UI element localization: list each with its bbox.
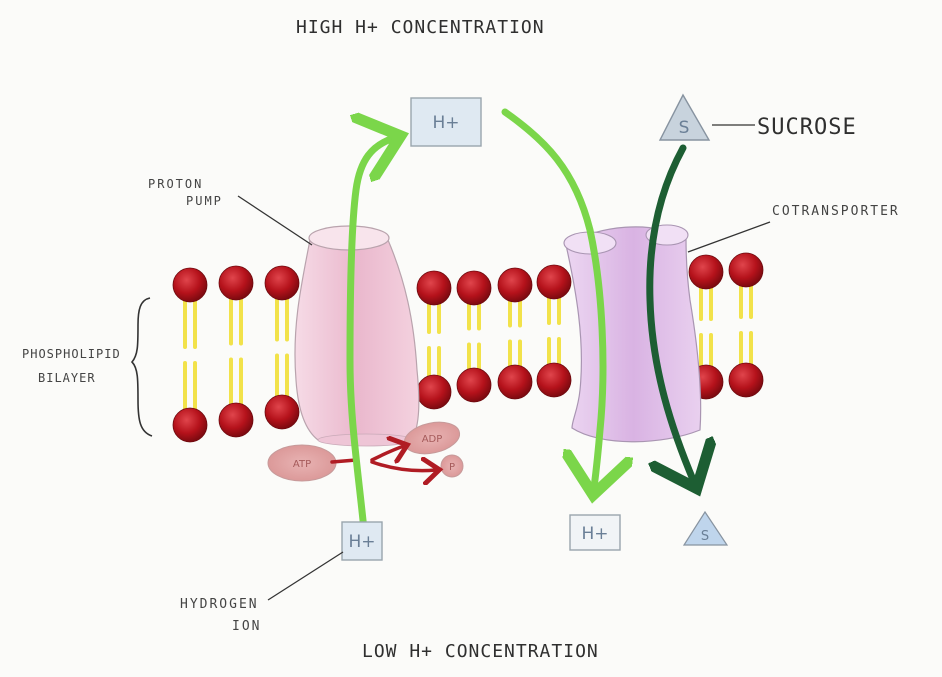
phospholipid-head <box>416 270 452 306</box>
sucrose-cotransport-arrow <box>646 144 694 482</box>
phospholipid-head <box>456 270 492 306</box>
phospholipid-head <box>416 374 452 410</box>
phospholipid-head <box>688 254 724 290</box>
phospholipid-head <box>218 402 254 438</box>
hydrogen-ion-callout-line <box>267 551 344 601</box>
hydrogen-ion-label-line1: Hydrogen <box>180 597 259 612</box>
proton-pump-callout-line <box>237 195 313 246</box>
atp-molecule: ATP <box>267 444 337 482</box>
cotransporter-label: Cotransporter <box>772 204 900 219</box>
h-ion-cotransport-arrow <box>501 108 603 488</box>
proton-pump-label-line1: Proton <box>148 177 204 191</box>
callout-lines <box>237 124 771 601</box>
phospholipid-head <box>536 362 572 398</box>
h-ion-top: H+ <box>410 97 482 147</box>
phospholipid-head <box>264 265 300 301</box>
svg-text:S: S <box>701 529 709 544</box>
svg-text:H+: H+ <box>348 532 375 552</box>
phospholipid-heads <box>172 252 764 443</box>
phospholipid-head <box>728 362 764 398</box>
phospholipid-head <box>172 267 208 303</box>
lipid-tails <box>183 282 753 413</box>
atp-label: ATP <box>293 459 311 470</box>
h-ion-bottom-right: H+ <box>569 514 621 551</box>
svg-text:S: S <box>679 118 690 138</box>
phosphate-molecule: P <box>440 454 464 478</box>
proton-pump <box>294 225 420 447</box>
high-concentration-label: High H+ Concentration <box>296 17 545 38</box>
phospholipid-head <box>218 265 254 301</box>
phospholipid-head <box>536 264 572 300</box>
adp-label: ADP <box>422 434 443 445</box>
svg-text:H+: H+ <box>581 524 608 544</box>
phospholipid-head <box>497 267 533 303</box>
atp-hydrolysis-arrows <box>330 446 436 471</box>
phospholipid-head <box>172 407 208 443</box>
sucrose-molecule-bottom: S <box>682 510 729 546</box>
phospholipid-head <box>456 367 492 403</box>
h-ion-pump-arrow <box>346 138 394 534</box>
phospholipid-head <box>264 394 300 430</box>
svg-text:H+: H+ <box>432 113 459 133</box>
proton-pump-label-line2: Pump <box>186 194 223 208</box>
phospholipid-head <box>497 364 533 400</box>
bilayer-label-line1: Phospholipid <box>22 347 121 361</box>
bilayer-label-line2: Bilayer <box>38 371 96 385</box>
cotransporter-callout-line <box>687 221 771 253</box>
cotransporter-protein <box>563 224 702 443</box>
phospholipid-head <box>728 252 764 288</box>
h-ion-bottom-left: H+ <box>341 521 383 561</box>
phosphate-label: P <box>449 462 455 473</box>
sucrose-label: Sucrose <box>757 115 857 140</box>
sucrose-molecule-top: S <box>658 93 711 141</box>
low-concentration-label: Low H+ Concentration <box>362 641 599 662</box>
hydrogen-ion-label-line2: Ion <box>232 619 262 634</box>
bilayer-brace <box>130 297 153 437</box>
